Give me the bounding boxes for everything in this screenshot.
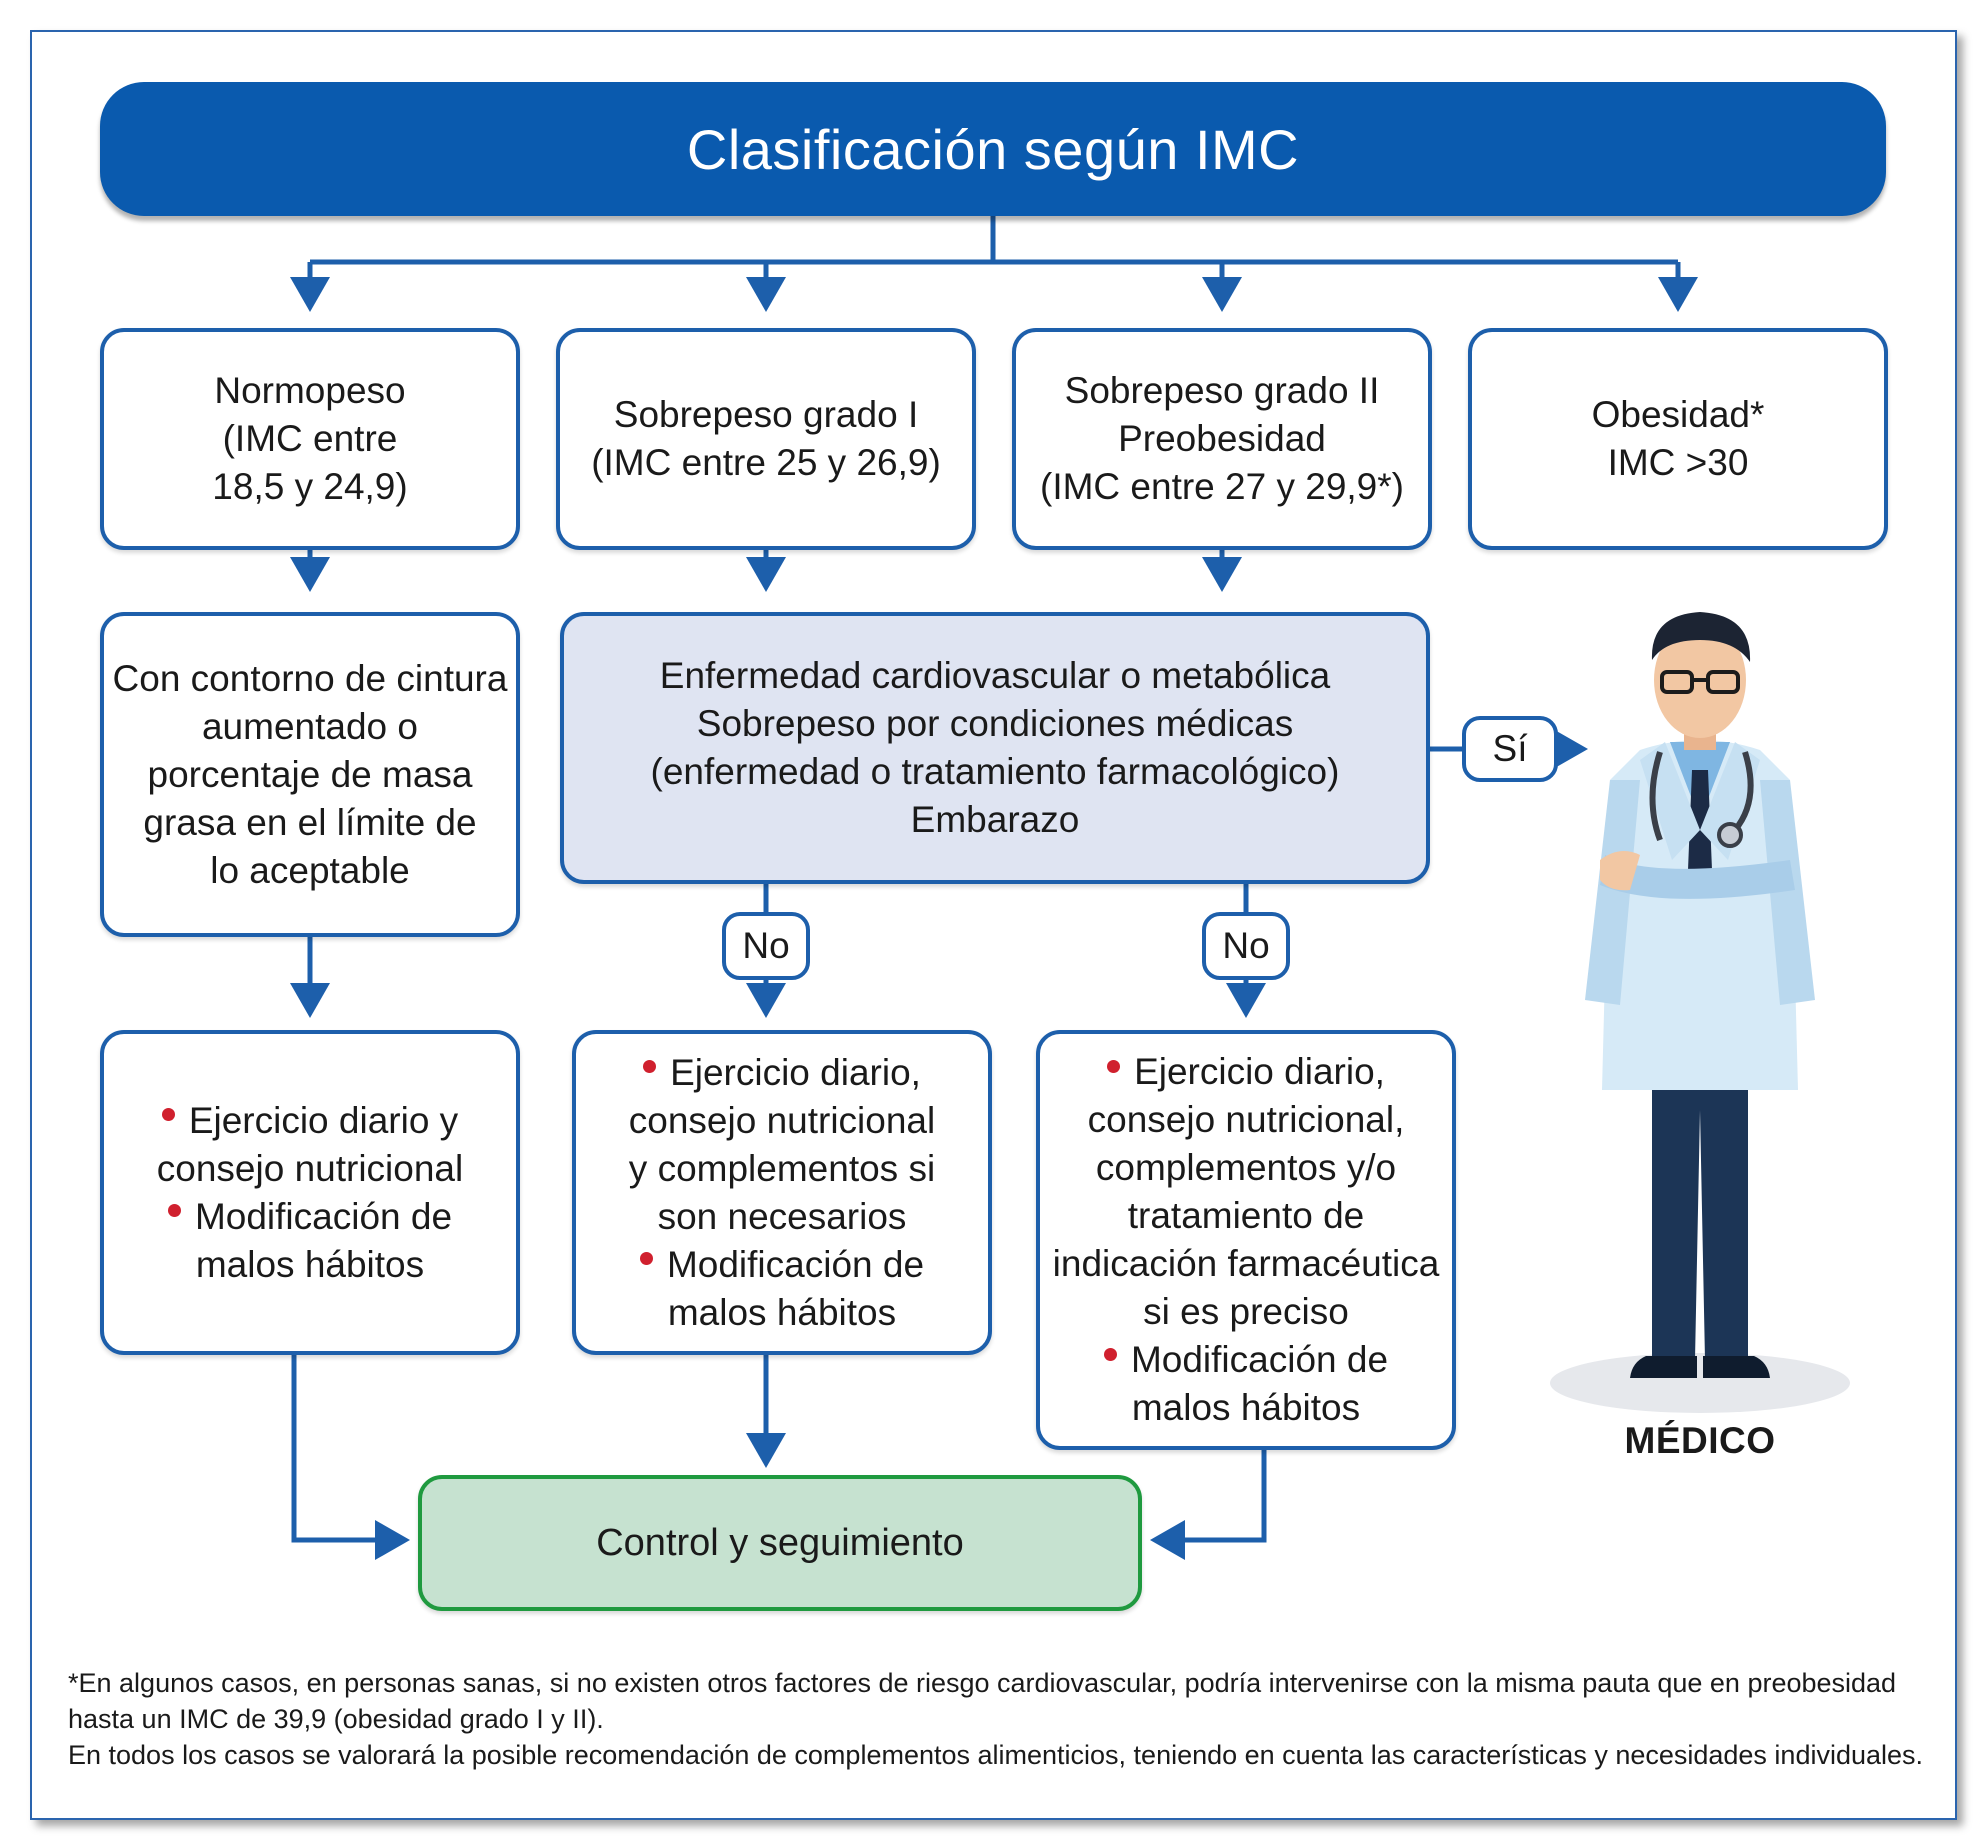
condition-line: Enfermedad cardiovascular o metabólica xyxy=(659,655,1331,696)
treatment-line: Ejercicio diario, xyxy=(1107,1048,1385,1096)
category-line: (IMC entre 27 y 29,9*) xyxy=(1040,466,1404,507)
arrow-treatment1-to-control xyxy=(291,1355,410,1560)
treatment-line: malos hábitos xyxy=(667,1291,897,1333)
treatment-line: Ejercicio diario y xyxy=(162,1097,458,1145)
treatment-line: complementos y/o xyxy=(1095,1147,1397,1188)
category-line: (IMC entre 25 y 26,9) xyxy=(591,442,941,483)
category-line: Obesidad* xyxy=(1591,394,1765,435)
waist-line: Con contorno de cintura xyxy=(112,657,508,699)
treatment-sobrepeso-1: Ejercicio diario, consejo nutricional y … xyxy=(572,1030,992,1355)
footnote-line: En todos los casos se valorará la posibl… xyxy=(68,1740,1924,1770)
waist-line: lo aceptable xyxy=(210,849,410,891)
waist-criteria-box: Con contorno de cintura aumentado o porc… xyxy=(100,612,520,937)
treatment-line: malos hábitos xyxy=(1131,1387,1361,1428)
treatment-line: son necesarios xyxy=(657,1195,907,1237)
control-box: Control y seguimiento xyxy=(418,1475,1142,1611)
treatment-line: tratamiento de xyxy=(1127,1195,1365,1236)
condition-line: Sobrepeso por condiciones médicas xyxy=(696,703,1294,744)
waist-line: grasa en el límite de xyxy=(143,801,477,843)
no-label-left: No xyxy=(722,912,810,980)
footnote-line: hasta un IMC de 39,9 (obesidad grado I y… xyxy=(68,1704,604,1734)
treatment-line: Ejercicio diario, xyxy=(643,1049,921,1097)
category-line: (IMC entre xyxy=(222,418,398,459)
yes-label: Sí xyxy=(1462,716,1558,782)
treatment-line: consejo nutricional xyxy=(628,1099,936,1141)
doctor-icon xyxy=(1550,612,1850,1413)
treatment-line: Modificación de xyxy=(1104,1336,1388,1384)
treatment-line: y complementos si xyxy=(628,1147,936,1189)
waist-line: aumentado o xyxy=(201,705,418,747)
doctor-label: MÉDICO xyxy=(1624,1420,1776,1461)
footnote: *En algunos casos, en personas sanas, si… xyxy=(68,1665,1928,1773)
category-line: IMC >30 xyxy=(1607,442,1749,483)
waist-line: porcentaje de masa xyxy=(147,753,473,795)
treatment-line: indicación farmacéutica xyxy=(1052,1243,1440,1284)
treatment-line: Modificación de xyxy=(640,1241,924,1289)
footnote-line: *En algunos casos, en personas sanas, si… xyxy=(68,1668,1897,1698)
category-line: Sobrepeso grado II xyxy=(1064,370,1380,411)
diagram-title: Clasificación según IMC xyxy=(100,82,1886,216)
treatment-line: malos hábitos xyxy=(195,1243,425,1285)
treatment-line: si es preciso xyxy=(1143,1291,1349,1332)
category-obesidad: Obesidad* IMC >30 xyxy=(1468,328,1888,550)
category-normopeso: Normopeso (IMC entre 18,5 y 24,9) xyxy=(100,328,520,550)
category-line: 18,5 y 24,9) xyxy=(212,466,408,507)
category-line: Normopeso xyxy=(214,370,406,411)
treatment-sobrepeso-2: Ejercicio diario, consejo nutricional, c… xyxy=(1036,1030,1456,1450)
no-label-right: No xyxy=(1202,912,1290,980)
treatment-line: Modificación de xyxy=(168,1193,452,1241)
condition-line: (enfermedad o tratamiento farmacológico) xyxy=(650,751,1340,792)
category-sobrepeso-1: Sobrepeso grado I (IMC entre 25 y 26,9) xyxy=(556,328,976,550)
treatment-normopeso: Ejercicio diario y consejo nutricional M… xyxy=(100,1030,520,1355)
medical-condition-box: Enfermedad cardiovascular o metabólica S… xyxy=(560,612,1430,884)
category-line: Sobrepeso grado I xyxy=(613,394,919,435)
treatment-line: consejo nutricional, xyxy=(1087,1099,1405,1140)
category-line: Preobesidad xyxy=(1118,418,1326,459)
category-sobrepeso-2: Sobrepeso grado II Preobesidad (IMC entr… xyxy=(1012,328,1432,550)
treatment-line: consejo nutricional xyxy=(156,1147,464,1189)
condition-line: Embarazo xyxy=(910,799,1080,840)
arrow-treatment3-to-control xyxy=(1150,1450,1267,1560)
